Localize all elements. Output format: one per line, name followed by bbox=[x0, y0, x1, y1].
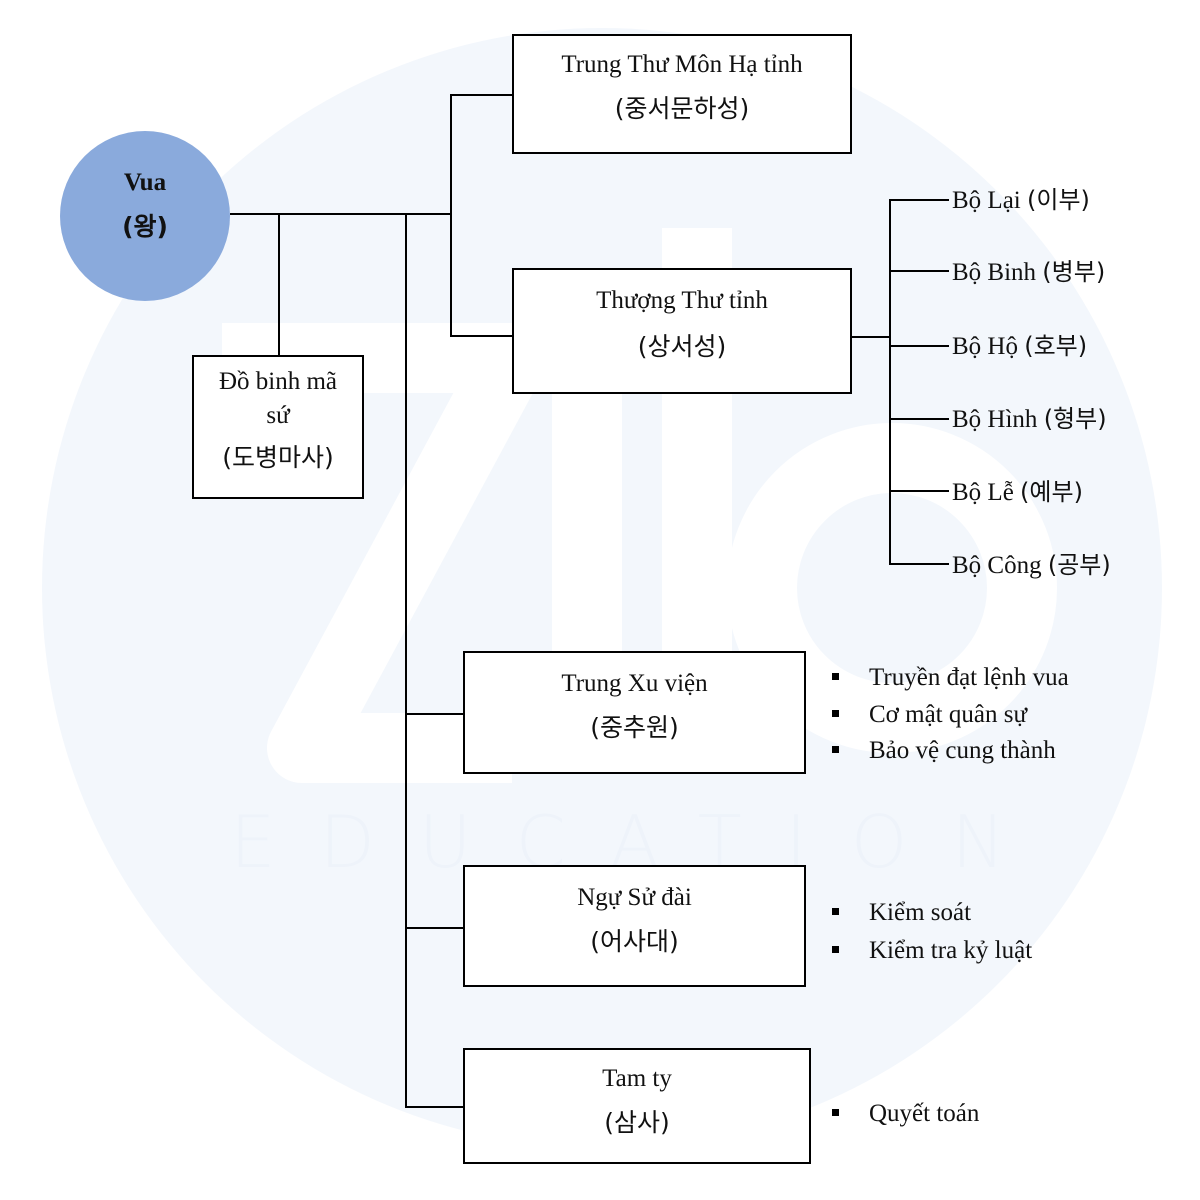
connector-king-trunk bbox=[230, 213, 452, 215]
duty-item: Cơ mật quân sự bbox=[832, 701, 1027, 729]
ministry-item: Bộ Hình (형부) bbox=[952, 399, 1107, 434]
samsa-box: Tam ty (삼사) bbox=[463, 1048, 811, 1164]
ministry-korean: (이부) bbox=[1027, 186, 1090, 214]
ministry-name: Bộ Binh bbox=[952, 259, 1037, 286]
ministry-name: Bộ Hộ bbox=[952, 333, 1018, 360]
dobyeong-name-line2: sứ bbox=[266, 402, 290, 429]
connector-ministry-6 bbox=[889, 563, 949, 565]
duty-text: Kiểm tra kỷ luật bbox=[869, 937, 1033, 964]
jungchu-box: Trung Xu viện (중추원) bbox=[463, 651, 806, 774]
bullet-icon bbox=[832, 672, 839, 680]
junseo-box: Trung Thư Môn Hạ tỉnh (중서문하성) bbox=[512, 34, 852, 154]
eosadae-name: Ngự Sử đài bbox=[577, 884, 692, 911]
connector-sangseo-out bbox=[851, 336, 891, 338]
ministry-item: Bộ Công (공부) bbox=[952, 545, 1111, 580]
bullet-icon bbox=[832, 709, 839, 717]
duty-text: Quyết toán bbox=[869, 1100, 980, 1127]
connector-ministry-1 bbox=[889, 199, 949, 201]
duty-item: Kiểm soát bbox=[832, 899, 971, 927]
ministry-item: Bộ Lại (이부) bbox=[952, 180, 1090, 215]
duty-text: Kiểm soát bbox=[869, 899, 972, 926]
sangseo-korean: (상서성) bbox=[637, 332, 727, 361]
ministry-korean: (호부) bbox=[1024, 332, 1088, 360]
sangseo-box: Thượng Thư tỉnh (상서성) bbox=[512, 268, 852, 394]
connector-to-jungchu bbox=[405, 713, 465, 715]
duty-item: Quyết toán bbox=[832, 1100, 979, 1128]
connector-to-eosadae bbox=[405, 927, 465, 929]
connector-upper-vertical bbox=[450, 94, 452, 337]
ministry-name: Bộ Công bbox=[952, 552, 1042, 579]
ministry-item: Bộ Hộ (호부) bbox=[952, 326, 1087, 361]
bullet-icon bbox=[832, 945, 839, 953]
jungchu-name: Trung Xu viện bbox=[561, 670, 708, 697]
connector-to-dobyeong bbox=[278, 213, 280, 357]
duty-item: Bảo vệ cung thành bbox=[832, 737, 1056, 765]
ministry-korean: (공부) bbox=[1047, 551, 1111, 579]
watermark-logo bbox=[42, 28, 1162, 1148]
ministry-item: Bộ Lễ (예부) bbox=[952, 472, 1083, 507]
dobyeong-box: Đồ binh mã sứ (도병마사) bbox=[192, 355, 364, 499]
eosadae-box: Ngự Sử đài (어사대) bbox=[463, 865, 806, 987]
ministry-korean: (예부) bbox=[1020, 478, 1083, 506]
duty-text: Cơ mật quân sự bbox=[869, 701, 1028, 728]
ministry-korean: (형부) bbox=[1043, 405, 1107, 433]
connector-to-junseo bbox=[450, 94, 514, 96]
sangseo-name: Thượng Thư tỉnh bbox=[596, 287, 768, 314]
connector-ministry-2 bbox=[889, 270, 949, 272]
connector-to-samsa bbox=[405, 1106, 465, 1108]
duty-text: Truyền đạt lệnh vua bbox=[869, 664, 1069, 691]
jungchu-korean: (중추원) bbox=[590, 713, 679, 742]
connector-ministry-4 bbox=[889, 418, 949, 420]
king-node: Vua (왕) bbox=[60, 131, 230, 301]
ministry-name: Bộ Lễ bbox=[952, 479, 1014, 506]
ministry-name: Bộ Lại bbox=[952, 187, 1021, 214]
connector-ministry-5 bbox=[889, 490, 949, 492]
samsa-name: Tam ty bbox=[602, 1065, 672, 1092]
duty-text: Bảo vệ cung thành bbox=[869, 737, 1056, 764]
duty-item: Truyền đạt lệnh vua bbox=[832, 664, 1069, 692]
dobyeong-name-line1: Đồ binh mã bbox=[218, 368, 338, 395]
dobyeong-korean: (도병마사) bbox=[222, 443, 334, 472]
ministry-korean: (병부) bbox=[1042, 258, 1106, 286]
bullet-icon bbox=[832, 1108, 839, 1116]
ministry-name: Bộ Hình bbox=[952, 406, 1038, 433]
connector-to-sangseo bbox=[450, 335, 514, 337]
junseo-name: Trung Thư Môn Hạ tỉnh bbox=[561, 51, 803, 78]
samsa-korean: (삼사) bbox=[604, 1108, 670, 1137]
ministry-item: Bộ Binh (병부) bbox=[952, 252, 1105, 287]
king-korean: (왕) bbox=[122, 212, 168, 241]
bullet-icon bbox=[832, 745, 839, 753]
connector-ministry-3 bbox=[889, 345, 949, 347]
duty-item: Kiểm tra kỷ luật bbox=[832, 937, 1032, 965]
eosadae-korean: (어사대) bbox=[590, 927, 679, 956]
connector-ministries-vertical bbox=[889, 199, 891, 565]
bullet-icon bbox=[832, 907, 839, 915]
connector-lower-vertical bbox=[405, 213, 407, 1108]
junseo-korean: (중서문하성) bbox=[614, 94, 750, 123]
king-name: Vua bbox=[123, 169, 167, 196]
